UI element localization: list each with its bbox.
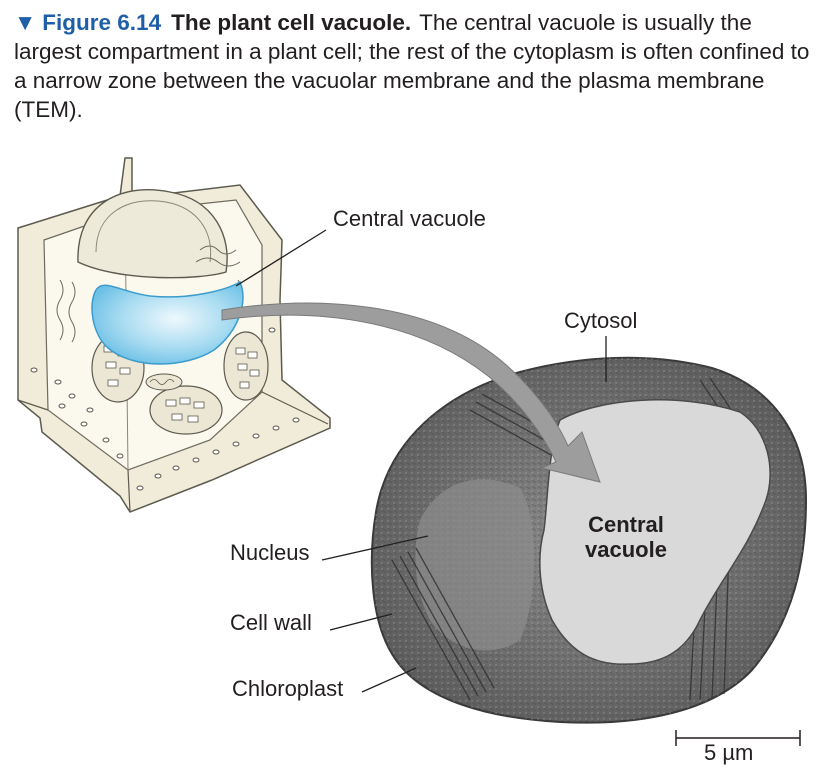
leader-nucleus — [321, 535, 429, 561]
plant-cell-drawing — [17, 157, 331, 513]
label-nucleus: Nucleus — [230, 540, 310, 565]
figure-number: Figure 6.14 — [42, 10, 162, 35]
label-cytosol: Cytosol — [564, 308, 638, 333]
chloroplast-drawings — [91, 331, 269, 435]
label-scale-bar: 5 µm — [704, 740, 754, 765]
caption-text: The central vacuole is usually the large… — [14, 10, 810, 122]
figure-caption: ▼Figure 6.14 The plant cell vacuole.The c… — [14, 8, 814, 124]
leader-central-vacuole — [235, 229, 327, 287]
caption-marker: ▼ — [14, 10, 37, 35]
central-vacuole-micrograph — [539, 399, 771, 665]
leader-cell-wall — [329, 613, 393, 631]
tem-micrograph — [370, 356, 808, 724]
leader-chloroplast — [361, 667, 417, 693]
label-central-line1: Central — [588, 512, 664, 537]
scale-bar — [675, 730, 801, 746]
label-central-vacuole-micrograph: Central vacuole — [566, 512, 686, 562]
connector-arrow — [221, 302, 601, 483]
leader-lines — [235, 229, 607, 693]
label-central-vacuole-drawing: Central vacuole — [333, 206, 486, 231]
figure-title: The plant cell vacuole. — [171, 10, 412, 35]
label-chloroplast: Chloroplast — [232, 676, 344, 701]
central-vacuole-drawing — [91, 280, 244, 365]
label-central-line2: vacuole — [585, 537, 667, 562]
label-cell-wall: Cell wall — [230, 610, 312, 635]
